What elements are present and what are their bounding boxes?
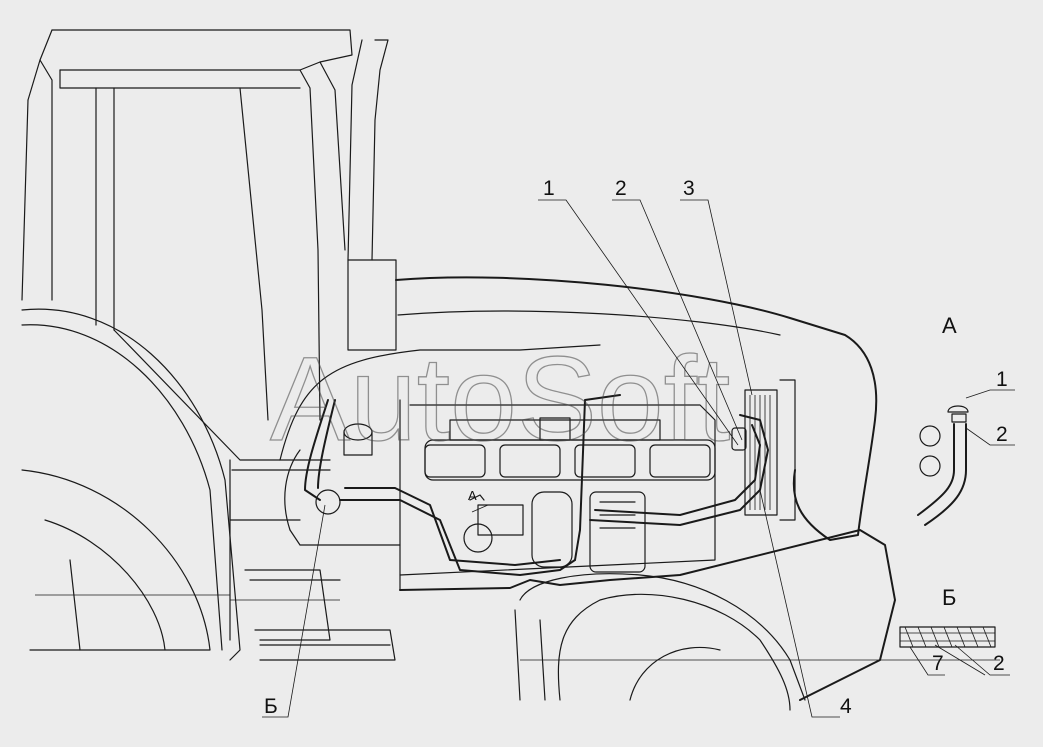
detail-b-label-7: 7 [932, 652, 944, 675]
callout-3: 3 [683, 177, 695, 200]
engine [304, 394, 769, 591]
detail-a-label-2: 2 [996, 423, 1008, 446]
watermark: AutoSoft [270, 332, 730, 466]
leader-lines [262, 199, 840, 718]
hood [279, 276, 1000, 711]
detail-b-label-2: 2 [993, 652, 1005, 675]
cab [21, 29, 397, 661]
callout-4: 4 [840, 695, 852, 718]
callout-1: 1 [543, 177, 555, 200]
detail-b: Б 7 2 [899, 585, 1010, 676]
detail-b-title: Б [942, 585, 956, 610]
detail-a: А 1 2 [917, 313, 1015, 526]
detail-a-label-1: 1 [996, 368, 1008, 391]
callout-b: Б [264, 695, 278, 718]
detail-a-title: А [942, 313, 957, 338]
callout-a-marker: А [468, 488, 477, 503]
callout-2: 2 [615, 177, 627, 200]
